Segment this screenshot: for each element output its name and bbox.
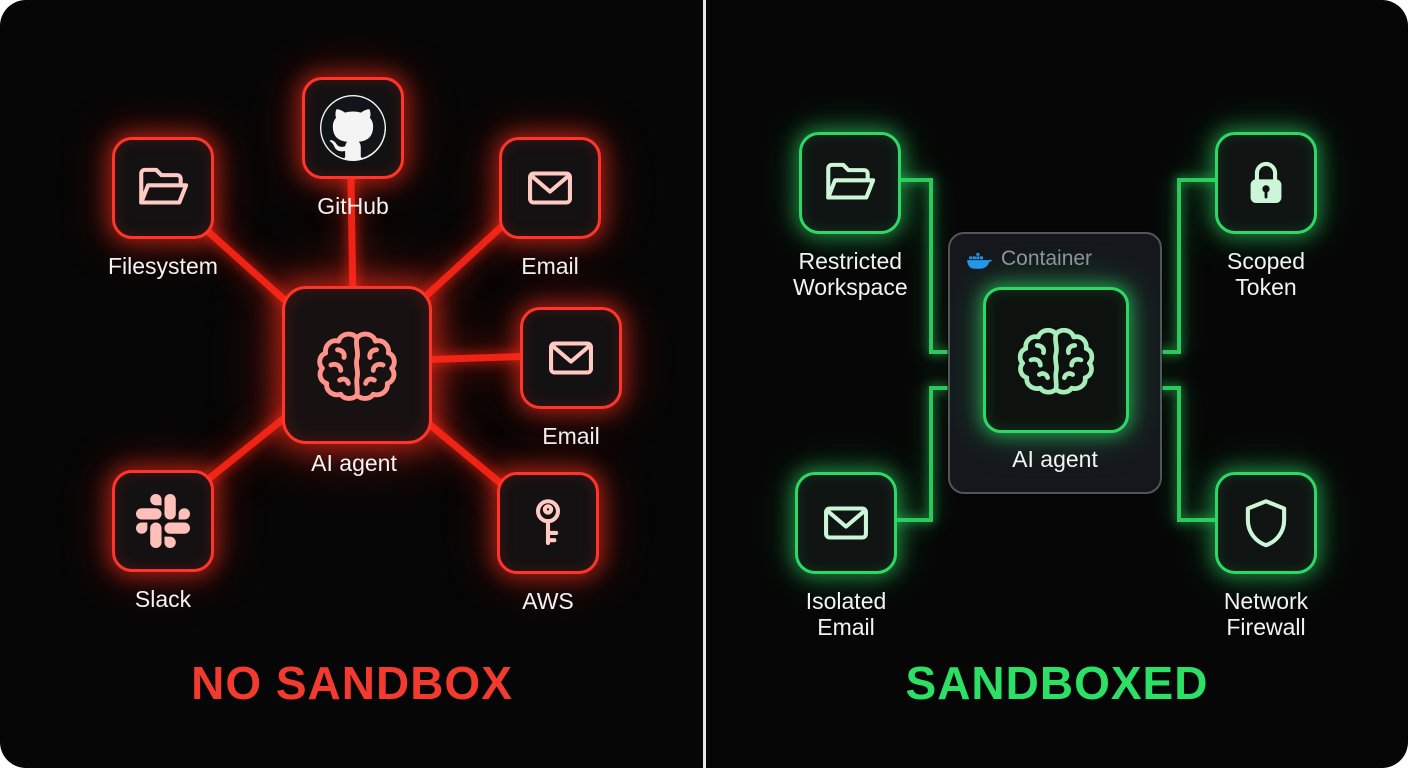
envelope-icon: [824, 506, 868, 540]
node-email-right: Email: [520, 307, 622, 449]
ai-agent-label: AI agent: [311, 450, 397, 476]
node-isolated-email: Isolated Email: [795, 472, 897, 640]
key-icon: [535, 499, 561, 545]
ai-agent-box: [282, 286, 432, 444]
node-label: Restricted Workspace: [793, 248, 908, 300]
node-label: Slack: [134, 586, 192, 612]
container-box: Container AI agent: [948, 232, 1162, 494]
node-slack: Slack: [112, 470, 214, 612]
node-label: Scoped Token: [1226, 248, 1305, 300]
node-network-firewall: Network Firewall: [1215, 472, 1317, 640]
docker-icon: [967, 252, 992, 269]
container-label: Container: [1001, 247, 1093, 270]
github-icon: [320, 95, 386, 161]
node-label: GitHub: [317, 193, 389, 219]
ai-agent-box: [983, 287, 1129, 433]
left-title: NO SANDBOX: [191, 657, 513, 709]
node-label: Network Firewall: [1223, 588, 1309, 640]
node-label: Isolated Email: [805, 588, 887, 640]
right-title: SANDBOXED: [905, 657, 1209, 709]
panel-divider: [703, 0, 706, 768]
slack-icon: [136, 494, 190, 548]
node-email-top: Email: [499, 137, 601, 279]
node-label: AWS: [522, 588, 574, 614]
envelope-icon: [528, 171, 572, 205]
folder-icon: [139, 167, 189, 205]
node-label: Filesystem: [108, 253, 218, 279]
node-restricted-workspace: Restricted Workspace: [793, 132, 908, 300]
node-github: GitHub: [302, 77, 404, 219]
lock-icon: [1250, 161, 1282, 203]
folder-icon: [826, 162, 876, 200]
ai-agent-label: AI agent: [1012, 446, 1098, 472]
brain-icon: [317, 331, 397, 401]
brain-icon: [1017, 327, 1095, 395]
envelope-icon: [549, 341, 593, 375]
node-label: Email: [521, 253, 579, 279]
node-scoped-token: Scoped Token: [1215, 132, 1317, 300]
node-aws: AWS: [497, 472, 599, 614]
container-header: Container: [950, 234, 1160, 271]
shield-icon: [1245, 499, 1287, 548]
node-label: Email: [542, 423, 600, 449]
node-filesystem: Filesystem: [108, 137, 218, 279]
